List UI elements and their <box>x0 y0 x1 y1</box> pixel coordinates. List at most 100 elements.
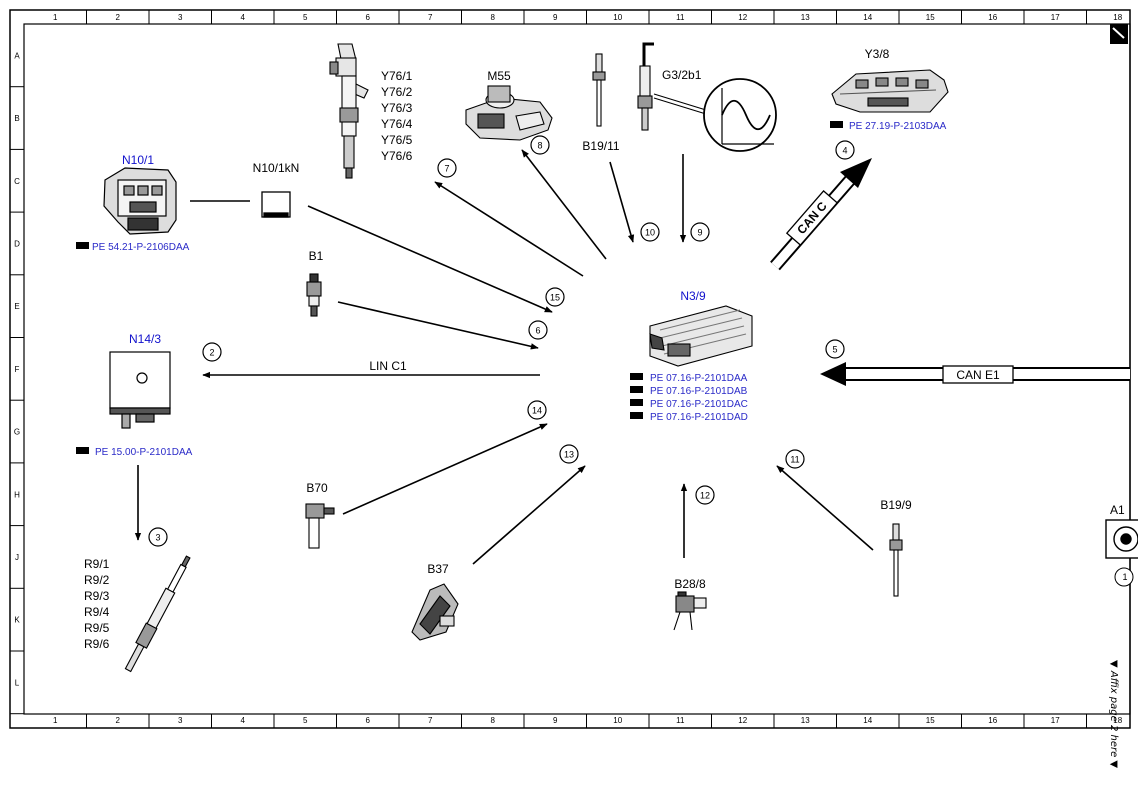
grid-column-13: 13 <box>801 716 810 725</box>
grid-column-15: 15 <box>926 13 935 22</box>
r9-label-3: R9/3 <box>84 589 110 603</box>
grid-column-11: 11 <box>676 13 685 22</box>
svg-text:PE 07.16-P-2101DAA: PE 07.16-P-2101DAA <box>650 373 748 384</box>
y76-label-3: Y76/3 <box>381 101 413 115</box>
svg-text:13: 13 <box>564 450 574 460</box>
grid-column-17: 17 <box>1051 716 1060 725</box>
grid-column-9: 9 <box>553 716 558 725</box>
svg-text:6: 6 <box>535 326 540 336</box>
g3-2b1-label: G3/2b1 <box>662 68 702 82</box>
callout-14: 14 <box>527 400 547 420</box>
grid-column-12: 12 <box>738 716 747 725</box>
grid-column-14: 14 <box>863 716 872 725</box>
corner-logo-icon <box>1110 24 1128 44</box>
svg-text:PE 07.16-P-2101DAC: PE 07.16-P-2101DAC <box>650 399 748 410</box>
m55-label: M55 <box>487 69 511 83</box>
grid-row-G: G <box>14 428 20 437</box>
grid-column-10: 10 <box>613 13 622 22</box>
svg-text:14: 14 <box>532 406 542 416</box>
m55-actuator-drawing <box>465 85 553 141</box>
y3-8-label: Y3/8 <box>865 47 890 61</box>
grid-column-11: 11 <box>676 716 685 725</box>
callout-4: 4 <box>835 140 855 160</box>
grid-column-1: 1 <box>53 13 58 22</box>
svg-text:11: 11 <box>790 455 799 465</box>
grid-row-J: J <box>15 553 19 562</box>
grid-row-E: E <box>14 302 19 311</box>
r9-label-1: R9/1 <box>84 557 110 571</box>
grid-column-2: 2 <box>116 716 121 725</box>
callout-6: 6 <box>528 320 548 340</box>
grid-row-A: A <box>14 51 20 60</box>
b19-9-label: B19/9 <box>880 498 912 512</box>
grid-column-5: 5 <box>303 13 308 22</box>
n10-1kn-label: N10/1kN <box>253 161 300 175</box>
svg-text:PE 15.00-P-2101DAA: PE 15.00-P-2101DAA <box>95 447 193 458</box>
b1-label: B1 <box>309 249 324 263</box>
svg-text:4: 4 <box>842 146 847 156</box>
svg-text:2: 2 <box>209 348 214 358</box>
n10-1-module-drawing <box>103 167 177 235</box>
grid-column-4: 4 <box>241 13 246 22</box>
y3-8-valve-body-drawing <box>831 69 949 113</box>
grid-column-2: 2 <box>116 13 121 22</box>
b19-9-sensor-drawing <box>889 523 903 597</box>
callout-9: 9 <box>690 222 710 242</box>
y76-label-4: Y76/4 <box>381 117 413 131</box>
grid-column-13: 13 <box>801 13 810 22</box>
grid-row-L: L <box>15 678 20 687</box>
b1-sensor-drawing <box>306 273 322 317</box>
grid-row-H: H <box>14 490 20 499</box>
svg-text:8: 8 <box>537 141 542 151</box>
grid-column-16: 16 <box>988 13 997 22</box>
callout-12: 12 <box>695 485 715 505</box>
grid-row-B: B <box>14 114 19 123</box>
can-c-bus: CAN C <box>770 158 872 271</box>
grid-column-10: 10 <box>613 716 622 725</box>
callout-5: 5 <box>825 339 845 359</box>
grid-column-12: 12 <box>738 13 747 22</box>
callout-13: 13 <box>559 444 579 464</box>
n3-9-label: N3/9 <box>680 289 706 303</box>
grid-column-17: 17 <box>1051 13 1060 22</box>
n14-3-label: N14/3 <box>129 332 161 346</box>
b70-sensor-drawing <box>305 503 335 549</box>
callout-15: 15 <box>545 287 565 307</box>
y76-label-5: Y76/5 <box>381 133 413 147</box>
svg-text:10: 10 <box>645 228 655 238</box>
svg-text:PE 07.16-P-2101DAD: PE 07.16-P-2101DAD <box>650 412 748 423</box>
svg-text:5: 5 <box>832 345 837 355</box>
y76-label-2: Y76/2 <box>381 85 413 99</box>
affix-page-note: ▼ Affix page 2 here ▼ <box>1108 660 1119 768</box>
r9-label-2: R9/2 <box>84 573 110 587</box>
n10-1kn-relay-drawing <box>261 191 291 218</box>
svg-text:PE 54.21-P-2106DAA: PE 54.21-P-2106DAA <box>92 242 190 253</box>
svg-text:PE 27.19-P-2103DAA: PE 27.19-P-2103DAA <box>849 121 947 132</box>
grid-column-16: 16 <box>988 716 997 725</box>
grid-row-K: K <box>14 616 20 625</box>
b70-label: B70 <box>306 481 328 495</box>
callout-7: 7 <box>437 158 457 178</box>
grid-column-7: 7 <box>428 13 433 22</box>
can-e1-bus: CAN E1 <box>820 362 1130 386</box>
lin-c1-label: LIN C1 <box>369 359 407 373</box>
b37-label: B37 <box>427 562 449 576</box>
r9-glow-plug-drawing <box>124 555 191 673</box>
grid-column-4: 4 <box>241 716 246 725</box>
callout-11: 11 <box>785 449 805 469</box>
callout-8: 8 <box>530 135 550 155</box>
r9-label-4: R9/4 <box>84 605 110 619</box>
grid-column-5: 5 <box>303 716 308 725</box>
n14-3-module-drawing <box>109 351 171 429</box>
grid-column-7: 7 <box>428 716 433 725</box>
grid-column-8: 8 <box>491 716 496 725</box>
r9-label-6: R9/6 <box>84 637 110 651</box>
r9-label-5: R9/5 <box>84 621 110 635</box>
can-e1-label: CAN E1 <box>956 368 1000 382</box>
g3-2b1-sensor-drawing <box>637 42 707 131</box>
svg-text:9: 9 <box>697 228 702 238</box>
grid-column-18: 18 <box>1113 13 1122 22</box>
b37-pedal-drawing <box>411 583 459 641</box>
